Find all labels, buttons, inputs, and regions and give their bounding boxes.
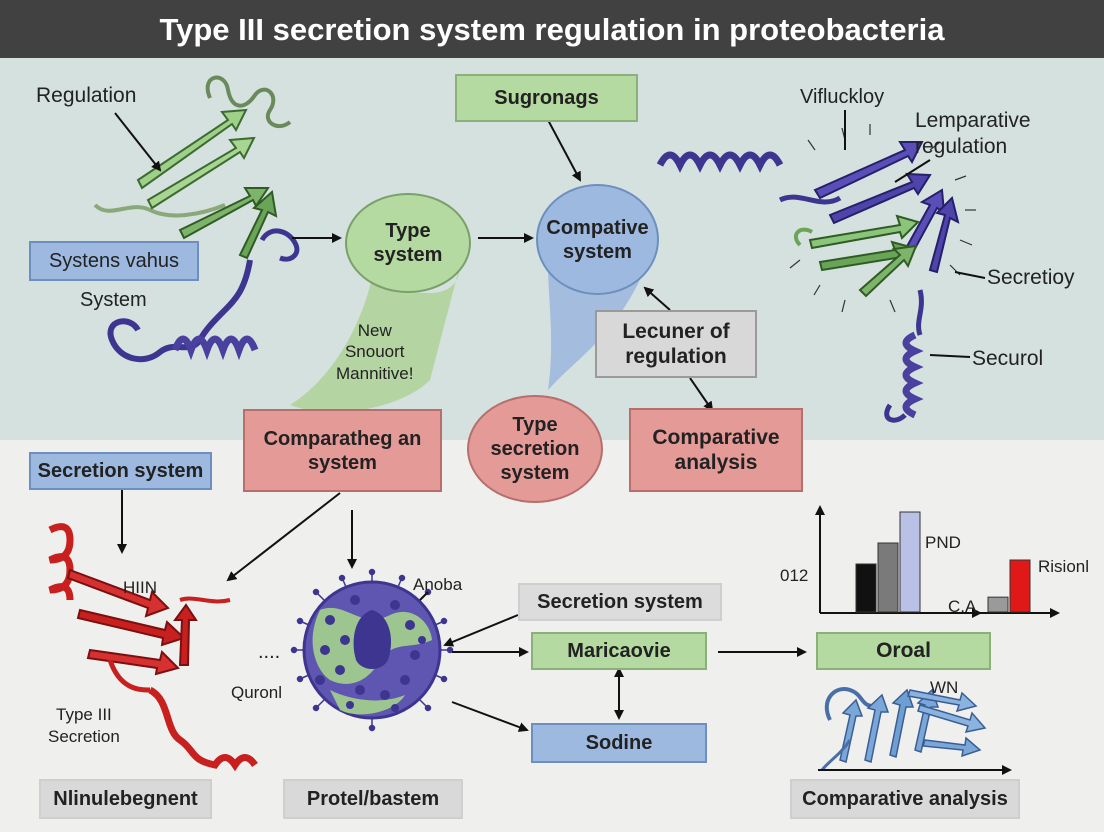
- chart-bar: [1009, 559, 1031, 613]
- label-securol: Securol: [972, 347, 1044, 370]
- protein-bottom-left: [48, 523, 258, 772]
- protein-bottom-right: [820, 687, 987, 771]
- arrows: [114, 110, 986, 732]
- chart-bar: [987, 596, 1009, 613]
- label-new-snouort: New Snouort Mannitive!: [336, 321, 414, 383]
- label-anoba: Anoba: [413, 575, 463, 594]
- chart-bar: [899, 511, 921, 613]
- label-pnd: PND: [925, 533, 961, 552]
- bacterium-cell: [290, 568, 454, 732]
- label-ca: C.A: [948, 597, 977, 616]
- label-regulation: Regulation: [36, 84, 137, 107]
- box-nlinulebegnent[interactable]: Nlinulebegnent: [39, 779, 212, 819]
- box-secretion-system-mid[interactable]: Secretion system: [518, 583, 722, 621]
- page-title: Type III secretion system regulation in …: [0, 0, 1104, 58]
- bar-chart-2: [987, 559, 1031, 613]
- box-sodine[interactable]: Sodine: [531, 723, 707, 763]
- box-protel-bastem[interactable]: Protel/bastem: [283, 779, 463, 819]
- chart-bar: [855, 563, 877, 613]
- box-lecuner-of-regulation[interactable]: Lecuner of regulation: [595, 310, 757, 378]
- label-vifluckloy: Vifluckloy: [800, 86, 885, 108]
- blue-funnel: [548, 265, 640, 390]
- protein-top-right: [656, 124, 976, 423]
- label-lemparative: Lemparative regulation: [915, 109, 1031, 159]
- oval-type-system[interactable]: Type system: [345, 193, 471, 293]
- protein-top-left: [93, 75, 300, 363]
- box-comparative-analysis-bottom[interactable]: Comparative analysis: [790, 779, 1020, 819]
- box-sugronags[interactable]: Sugronags: [455, 74, 638, 122]
- oval-compative-system[interactable]: Compative system: [536, 184, 659, 295]
- oval-type-secretion-system[interactable]: Type secretion system: [467, 395, 603, 503]
- green-funnel: [290, 265, 460, 412]
- box-oroal[interactable]: Oroal: [816, 632, 991, 670]
- chart-bar: [877, 542, 899, 613]
- box-comparathen-system[interactable]: Comparathеɡ an system: [243, 409, 442, 492]
- box-systens-vahus[interactable]: Systens vahus: [29, 241, 199, 281]
- box-comparative-analysis-red[interactable]: Comparative analysis: [629, 408, 803, 492]
- label-wn: WN: [930, 678, 959, 697]
- bar-chart-1: [855, 511, 921, 613]
- label-quronl: Quronl: [231, 683, 283, 702]
- label-axis-012: 012: [780, 566, 809, 585]
- chart-axes: [815, 505, 1060, 775]
- label-secretioy: Secretioy: [987, 266, 1075, 289]
- label-system: System: [80, 289, 147, 311]
- label-dots: ....: [258, 641, 281, 663]
- box-secretion-system-left[interactable]: Secretion system: [29, 452, 212, 490]
- label-risionl: Risionl: [1038, 557, 1090, 576]
- box-maricaovie[interactable]: Maricaovie: [531, 632, 707, 670]
- label-hiin: HIIN: [123, 578, 157, 597]
- label-type3-secretion: Type III Secretion: [48, 705, 120, 747]
